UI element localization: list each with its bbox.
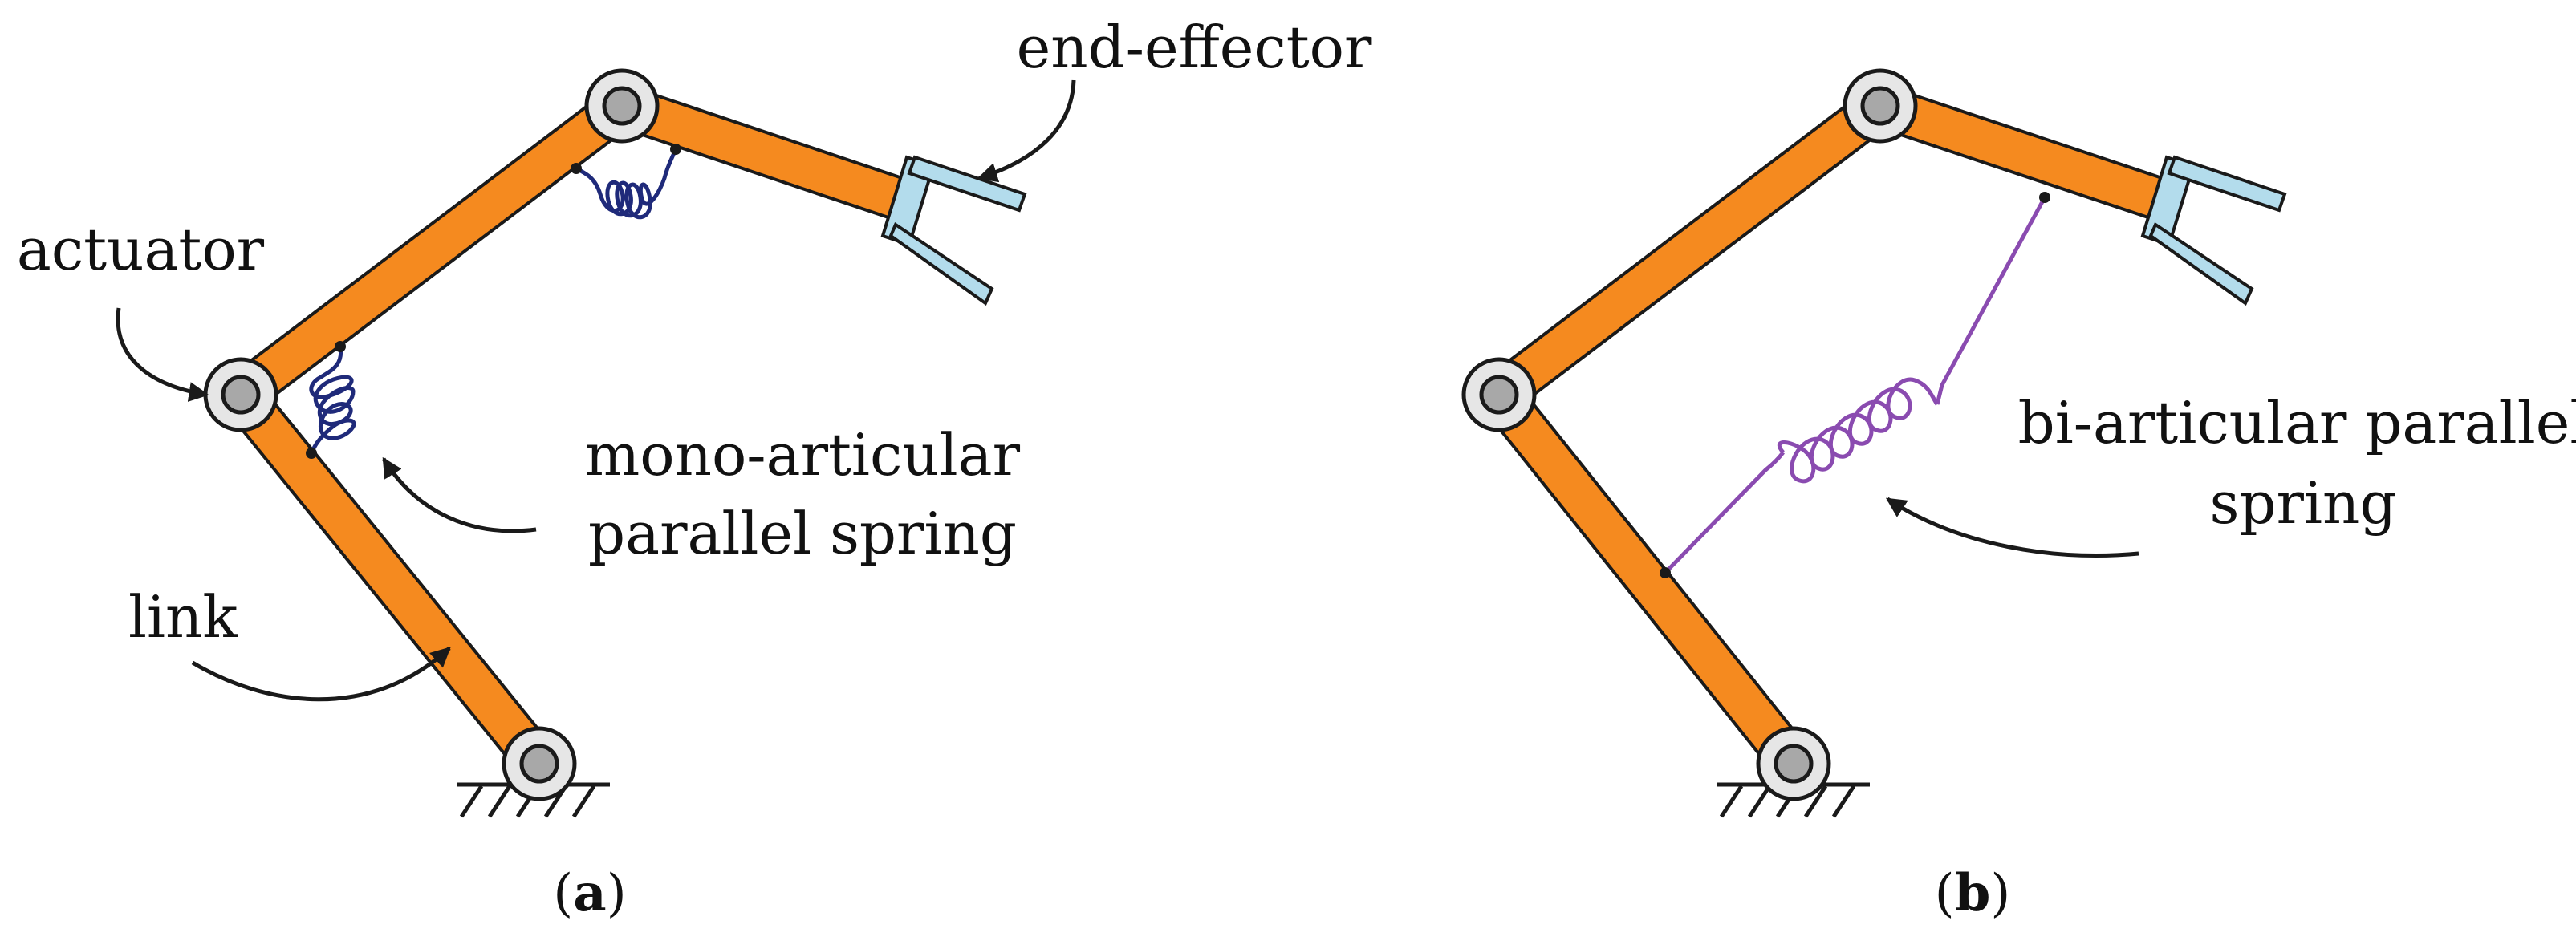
revolute-joint-icon [502, 726, 577, 801]
link-b-2 [1485, 87, 1894, 413]
elbow-joint-icon [584, 68, 660, 144]
arrow-to-bi-spring [1885, 497, 2139, 558]
panel-a: end-effector actuator mono-articular par… [17, 14, 1372, 923]
actuator-joint-icon [203, 357, 278, 432]
arrow-to-link [191, 647, 451, 702]
bi-articular-spring [1660, 192, 2050, 578]
arrow-to-end-effector [977, 79, 1076, 183]
caption-a: (a) [553, 863, 626, 923]
label-link: link [128, 583, 238, 651]
mono-articular-spring-2 [571, 144, 681, 220]
arrow-to-actuator [116, 307, 209, 402]
arrow-to-mono-spring [381, 456, 537, 533]
link-a-1 [223, 380, 557, 778]
link-b-1 [1481, 380, 1811, 778]
gripper-icon [2140, 155, 2287, 306]
caption-b: (b) [1935, 863, 2011, 923]
label-end-effector: end-effector [1017, 14, 1372, 81]
link-a-3 [615, 84, 906, 221]
elbow-joint-icon [1843, 68, 1918, 144]
shoulder-joint-icon [1461, 357, 1537, 432]
label-bi-spring-line1: bi-articular parallel [2018, 389, 2576, 456]
label-mono-spring-line1: mono-articular [585, 421, 1021, 489]
gripper-icon [880, 155, 1027, 306]
label-mono-spring-line2: parallel spring [588, 500, 1017, 567]
mono-articular-spring-1 [306, 341, 356, 459]
revolute-joint-icon [1756, 726, 1831, 801]
link-a-2 [227, 87, 636, 413]
label-actuator: actuator [17, 216, 265, 283]
panel-b: bi-articular parallel spring (b) [1461, 68, 2576, 923]
link-b-3 [1873, 84, 2166, 221]
label-bi-spring-line2: spring [2210, 469, 2397, 537]
